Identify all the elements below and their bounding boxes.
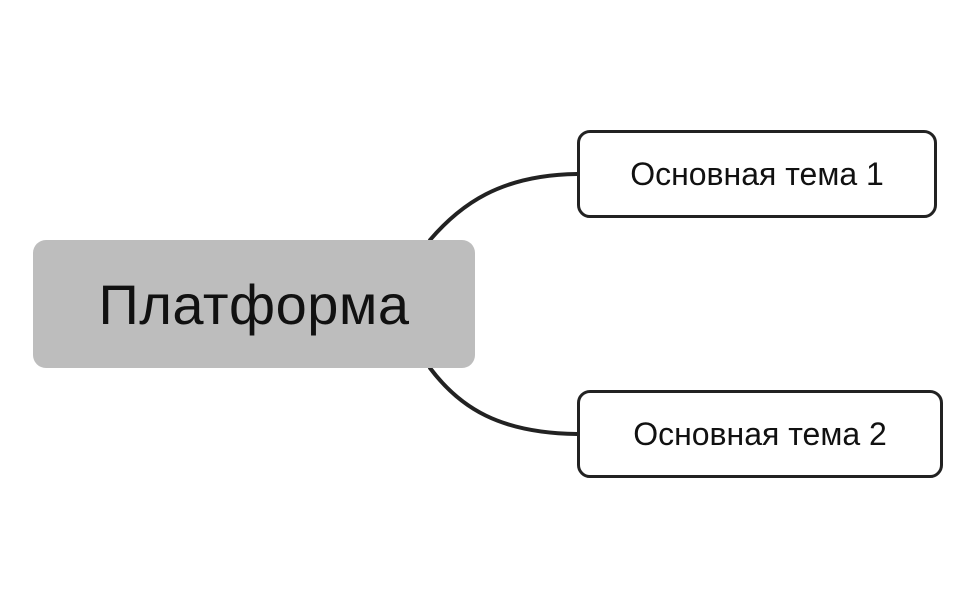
main-topic-1-label: Основная тема 1	[630, 155, 884, 192]
main-topic-1[interactable]: Основная тема 1	[577, 130, 937, 218]
main-topic-2[interactable]: Основная тема 2	[577, 390, 943, 478]
central-topic[interactable]: Платформа	[33, 240, 475, 368]
connector-central-to-topic-2	[428, 366, 579, 436]
connector-central-to-topic-1	[428, 172, 579, 242]
main-topic-2-label: Основная тема 2	[633, 415, 887, 452]
central-topic-label: Платформа	[98, 272, 410, 336]
